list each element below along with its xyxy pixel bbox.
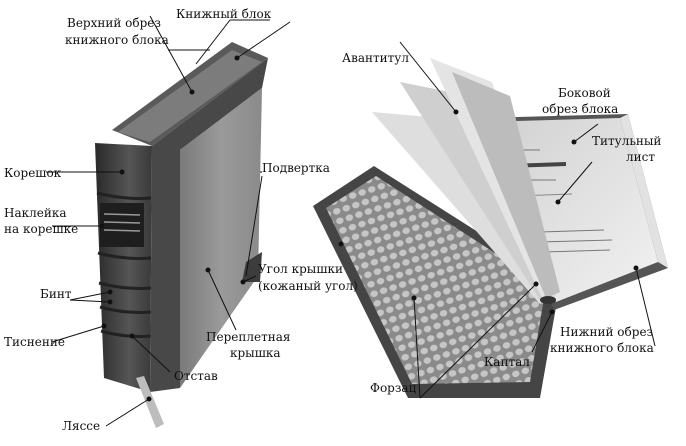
front-cover-shape bbox=[180, 88, 262, 388]
open-book bbox=[313, 58, 668, 398]
label-fore-edge-line1: Боковой bbox=[558, 86, 611, 100]
label-spine-label-line1: Наклейка bbox=[4, 206, 67, 220]
label-book-block: Книжный блок bbox=[176, 7, 272, 21]
label-title-page-line2: лист bbox=[626, 150, 655, 164]
bookmark-ribbon bbox=[136, 376, 164, 428]
label-fore-edge-line2: обрез блока bbox=[542, 102, 618, 116]
fanned-page-2 bbox=[400, 82, 556, 300]
label-corner-line1: Угол крышки bbox=[258, 262, 343, 276]
label-hinge: Отстав bbox=[174, 369, 218, 383]
closed-book bbox=[95, 42, 268, 428]
label-cover-line1: Переплетная bbox=[206, 330, 290, 344]
label-bands: Бинт bbox=[40, 287, 72, 301]
label-cover-line2: крышка bbox=[230, 346, 281, 360]
fanned-page-1 bbox=[372, 112, 556, 304]
label-half-title: Авантитул bbox=[342, 51, 409, 65]
label-corner-line2: (кожаный угол) bbox=[258, 279, 358, 293]
leader-dots bbox=[99, 55, 639, 402]
label-bottom-edge-line1: Нижний обрез bbox=[560, 325, 653, 339]
fore-edge-shape bbox=[620, 114, 668, 268]
leather-corner-shape bbox=[242, 252, 262, 282]
label-top-edge-line2: книжного блока bbox=[65, 33, 169, 47]
label-bottom-edge-line2: книжного блока bbox=[550, 341, 654, 355]
label-title-page-line1: Титульный bbox=[592, 134, 661, 148]
label-headband: Каптал bbox=[484, 355, 530, 369]
label-top-edge-line1: Верхний обрез bbox=[67, 16, 161, 30]
leader-lines bbox=[46, 15, 656, 427]
spine-shape bbox=[95, 143, 152, 392]
fanned-page-4 bbox=[452, 72, 560, 298]
label-turn-in: Подвертка bbox=[262, 161, 330, 175]
labels: Верхний обрез книжного блока Книжный бло… bbox=[4, 7, 661, 433]
label-endpaper: Форзац bbox=[370, 381, 417, 395]
label-spine: Корешок bbox=[4, 166, 62, 180]
label-bookmark: Ляссе bbox=[62, 419, 100, 433]
spine-label-shape bbox=[100, 203, 144, 247]
label-tooling: Тиснение bbox=[4, 335, 65, 349]
headband-shape bbox=[540, 296, 556, 304]
label-spine-label-line2: на корешке bbox=[4, 222, 78, 236]
hinge-leather-shape bbox=[150, 58, 268, 392]
endpaper-shape bbox=[326, 176, 546, 384]
